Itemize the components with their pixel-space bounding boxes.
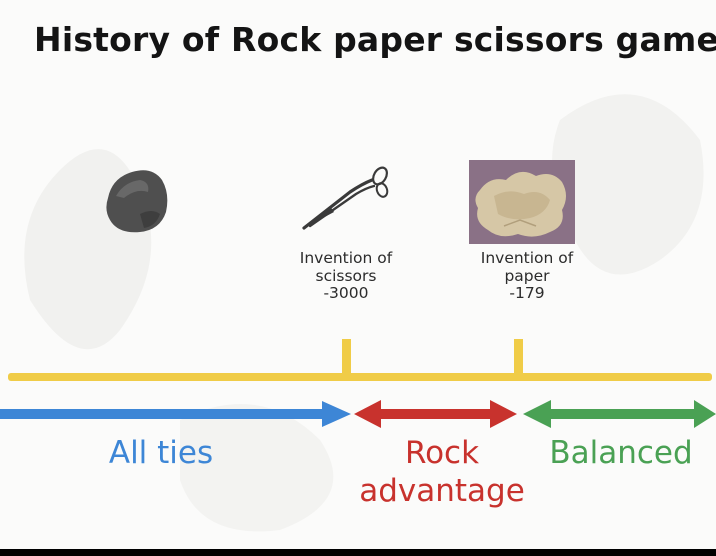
scissors-event-label: Invention of scissors -3000 <box>278 249 414 303</box>
scissors-event-marker <box>342 339 351 377</box>
paper-label-line-1: Invention of <box>480 249 574 267</box>
balanced-arrow <box>523 400 716 428</box>
paper-date: -179 <box>509 284 545 302</box>
page-title: History of Rock paper scissors games <box>34 20 716 59</box>
rock-advantage-arrow <box>354 400 517 428</box>
scissors-date: -3000 <box>323 284 369 302</box>
rock-advantage-line-1: Rock <box>404 435 480 471</box>
scissors-label-line-2: scissors <box>315 266 377 285</box>
all-ties-arrow <box>0 401 351 427</box>
rock-advantage-line-2: advantage <box>359 473 525 509</box>
all-ties-label: All ties <box>108 435 214 471</box>
paper-event-label: Invention of paper -179 <box>459 249 595 303</box>
balanced-label: Balanced <box>549 435 693 471</box>
paper-label-line-2: paper <box>504 266 550 285</box>
rock-advantage-label: Rock advantage <box>340 434 544 510</box>
scissors-label-line-1: Invention of <box>299 249 393 267</box>
paper-event-marker <box>514 339 523 377</box>
timeline-bar <box>8 373 712 381</box>
